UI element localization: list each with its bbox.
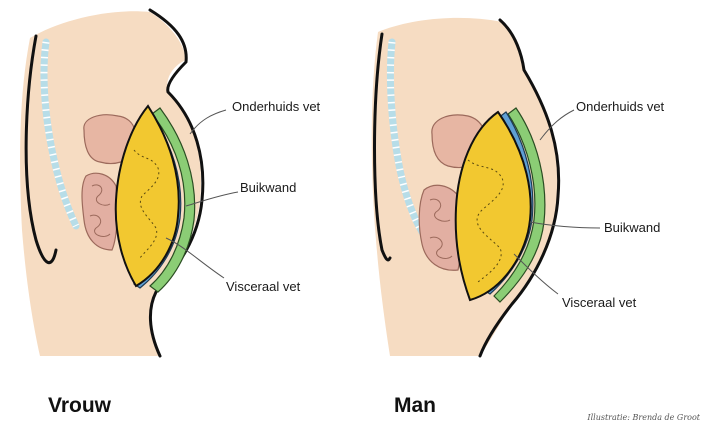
figure-woman: Onderhuids vet Buikwand Visceraal vet Vr… [0,0,352,428]
man-label-visceral-fat: Visceraal vet [562,295,636,310]
woman-torso-drawing [0,0,352,428]
illustration-credit: Illustratie: Brenda de Groot [587,413,700,422]
figure-man: Onderhuids vet Buikwand Visceraal vet Ma… [352,0,704,428]
man-label-abdominal-wall: Buikwand [604,220,660,235]
woman-leader-subcutaneous [190,110,226,134]
woman-label-abdominal-wall: Buikwand [240,180,296,195]
caption-woman: Vrouw [48,394,111,418]
man-torso-drawing [352,0,704,428]
caption-man: Man [394,394,436,418]
woman-label-subcutaneous-fat: Onderhuids vet [232,99,320,114]
woman-label-visceral-fat: Visceraal vet [226,279,300,294]
man-label-subcutaneous-fat: Onderhuids vet [576,99,664,114]
